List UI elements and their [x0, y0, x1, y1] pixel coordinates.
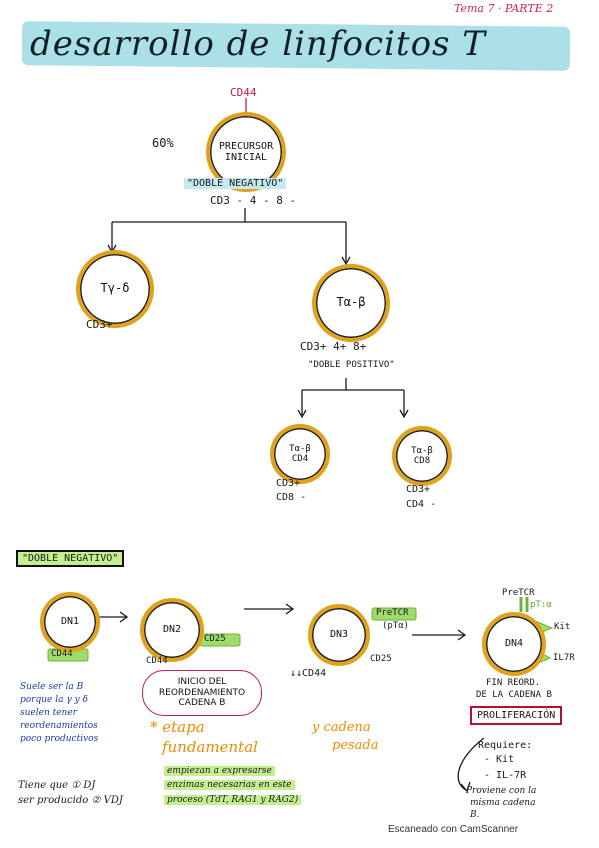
speech-text: INICIO DEL REORDENAMIENTO CADENA B	[158, 676, 246, 709]
cd8-marker-1: CD3+	[406, 484, 431, 495]
requires-heading: Requiere:	[478, 740, 533, 751]
dn3-marker-pta: (pTα)	[382, 621, 410, 631]
cd8-cell-label: Tα-β	[411, 445, 433, 456]
dn2-marker-cd44: CD44	[146, 656, 168, 666]
cd4-marker-2: CD8 -	[276, 492, 307, 503]
cd44-marker: CD44	[230, 86, 257, 99]
dn3-cell: DN3	[308, 604, 370, 666]
dn1-label: DN1	[60, 616, 80, 628]
percent-label: 60%	[152, 136, 174, 150]
left-note-2: porque la γ y δ	[20, 695, 88, 705]
left-note-5: poco productivos	[20, 734, 99, 744]
gamma-delta-cell: Tγ-δ	[76, 250, 154, 328]
corner-note: Tema 7 · PARTE 2	[454, 2, 554, 15]
bottom-note-2: ser producido ② VDJ	[18, 795, 123, 806]
dn4-marker-pretcr: PreTCR	[502, 588, 535, 598]
precursor-label: PRECURSOR INICIAL	[218, 140, 274, 164]
left-note-3: suelen tener	[20, 708, 77, 718]
footer-watermark: Escaneado con CamScanner	[388, 824, 519, 835]
double-positive-quote: "DOBLE POSITIVO"	[308, 360, 395, 370]
precursor-markers: CD3 - 4 - 8 -	[210, 194, 297, 207]
proliferation-box: PROLIFERACIÓN	[470, 706, 563, 725]
dn4-marker-il7r: IL7R	[553, 653, 575, 663]
dn2-cell: DN2	[140, 598, 204, 662]
stage-text-4: pesada	[332, 738, 379, 753]
enzymes-text-2: enzimas necesarias en este	[164, 780, 295, 790]
gamma-delta-label: Tγ-δ	[100, 281, 130, 296]
enzymes-line-3: proceso (TdT, RAG1 y RAG2)	[164, 795, 302, 805]
stage-text-2: fundamental	[162, 738, 258, 756]
dn4-marker-pta: pT:α	[530, 600, 552, 610]
cd4-cell-sublabel: CD4	[291, 454, 309, 464]
dn3-marker-cd25: CD25	[370, 654, 392, 664]
cd8-marker-2: CD4 -	[406, 499, 437, 510]
alpha-beta-cell: Tα-β	[312, 264, 390, 342]
dn4-note-2: DE LA CADENA B	[476, 690, 552, 700]
stage-text-1: * etapa	[150, 718, 205, 736]
gamma-delta-markers: CD3+	[86, 318, 113, 331]
dn2-label: DN2	[162, 624, 182, 636]
requires-note-1: Proviene con la	[466, 786, 537, 796]
stage-text-3: y cadena	[312, 720, 371, 735]
cd4-marker-1: CD3+	[276, 478, 301, 489]
speech-bubble: INICIO DEL REORDENAMIENTO CADENA B	[142, 670, 262, 716]
alpha-beta-label: Tα-β	[336, 295, 366, 310]
page-title: desarrollo de linfocitos T	[30, 24, 486, 64]
dn4-cell: DN4	[482, 612, 546, 676]
dn3-marker-pretcr: PreTCR	[376, 608, 409, 618]
dn1-marker: CD44	[51, 649, 73, 659]
enzymes-text-3: proceso (TdT, RAG1 y RAG2)	[164, 795, 302, 805]
dn4-marker-kit: Kit	[554, 622, 571, 632]
dn4-note-1: FIN REORD.	[486, 678, 541, 688]
dn2-marker-cd25: CD25	[204, 634, 226, 644]
dn4-label: DN4	[504, 638, 524, 650]
double-negative-heading: "DOBLE NEGATIVO"	[16, 550, 125, 567]
dn3-marker-cd44: ↓↓CD44	[290, 668, 327, 679]
left-note-1: Suele ser la B	[20, 682, 84, 692]
bottom-note-1: Tiene que ① DJ	[18, 780, 96, 791]
requires-kit: - Kit	[484, 754, 515, 765]
enzymes-line-2: enzimas necesarias en este	[164, 780, 295, 790]
requires-note-3: B.	[470, 810, 480, 820]
dn3-label: DN3	[329, 629, 349, 641]
enzymes-text-1: empiezan a expresarse	[164, 766, 275, 776]
cd8-cell-sublabel: CD8	[413, 456, 431, 466]
alpha-beta-markers: CD3+ 4+ 8+	[300, 340, 367, 353]
dn1-cell: DN1	[40, 592, 100, 652]
enzymes-line-1: empiezan a expresarse	[164, 766, 275, 776]
double-negative-quote: "DOBLE NEGATIVO"	[184, 178, 287, 189]
cd4-cell-label: Tα-β	[289, 443, 311, 454]
requires-note-2: misma cadena	[470, 798, 536, 808]
requires-il7r: - IL-7R	[484, 770, 527, 781]
left-note-4: reordenamientos	[20, 721, 98, 731]
